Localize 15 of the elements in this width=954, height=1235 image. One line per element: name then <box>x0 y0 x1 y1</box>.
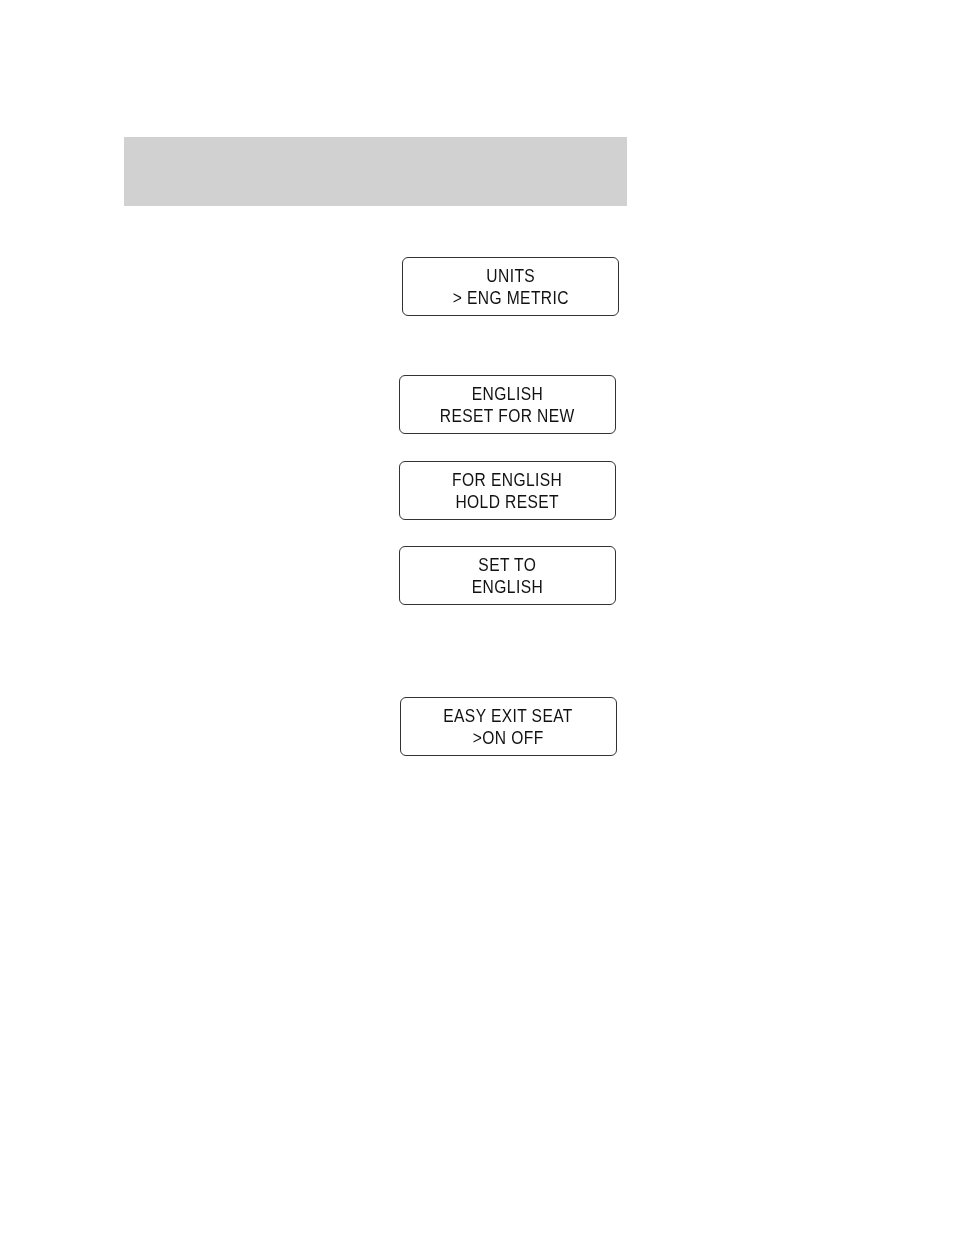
display-text: SET TO <box>478 553 537 576</box>
display-text: > ENG METRIC <box>452 286 569 309</box>
lcd-display <box>400 697 617 756</box>
display-text: >ON OFF <box>473 726 544 749</box>
lcd-display <box>399 461 616 520</box>
display-text: EASY EXIT SEAT <box>443 704 574 727</box>
display-text: RESET FOR NEW <box>440 404 575 427</box>
display-text: ENGLISH <box>471 382 544 405</box>
lcd-display <box>399 546 616 605</box>
display-text: ENGLISH <box>471 575 544 598</box>
display-text: UNITS <box>486 264 535 287</box>
display-text: FOR ENGLISH <box>452 468 563 491</box>
display-text: HOLD RESET <box>455 490 560 513</box>
lcd-display <box>402 257 619 316</box>
lcd-display <box>399 375 616 434</box>
